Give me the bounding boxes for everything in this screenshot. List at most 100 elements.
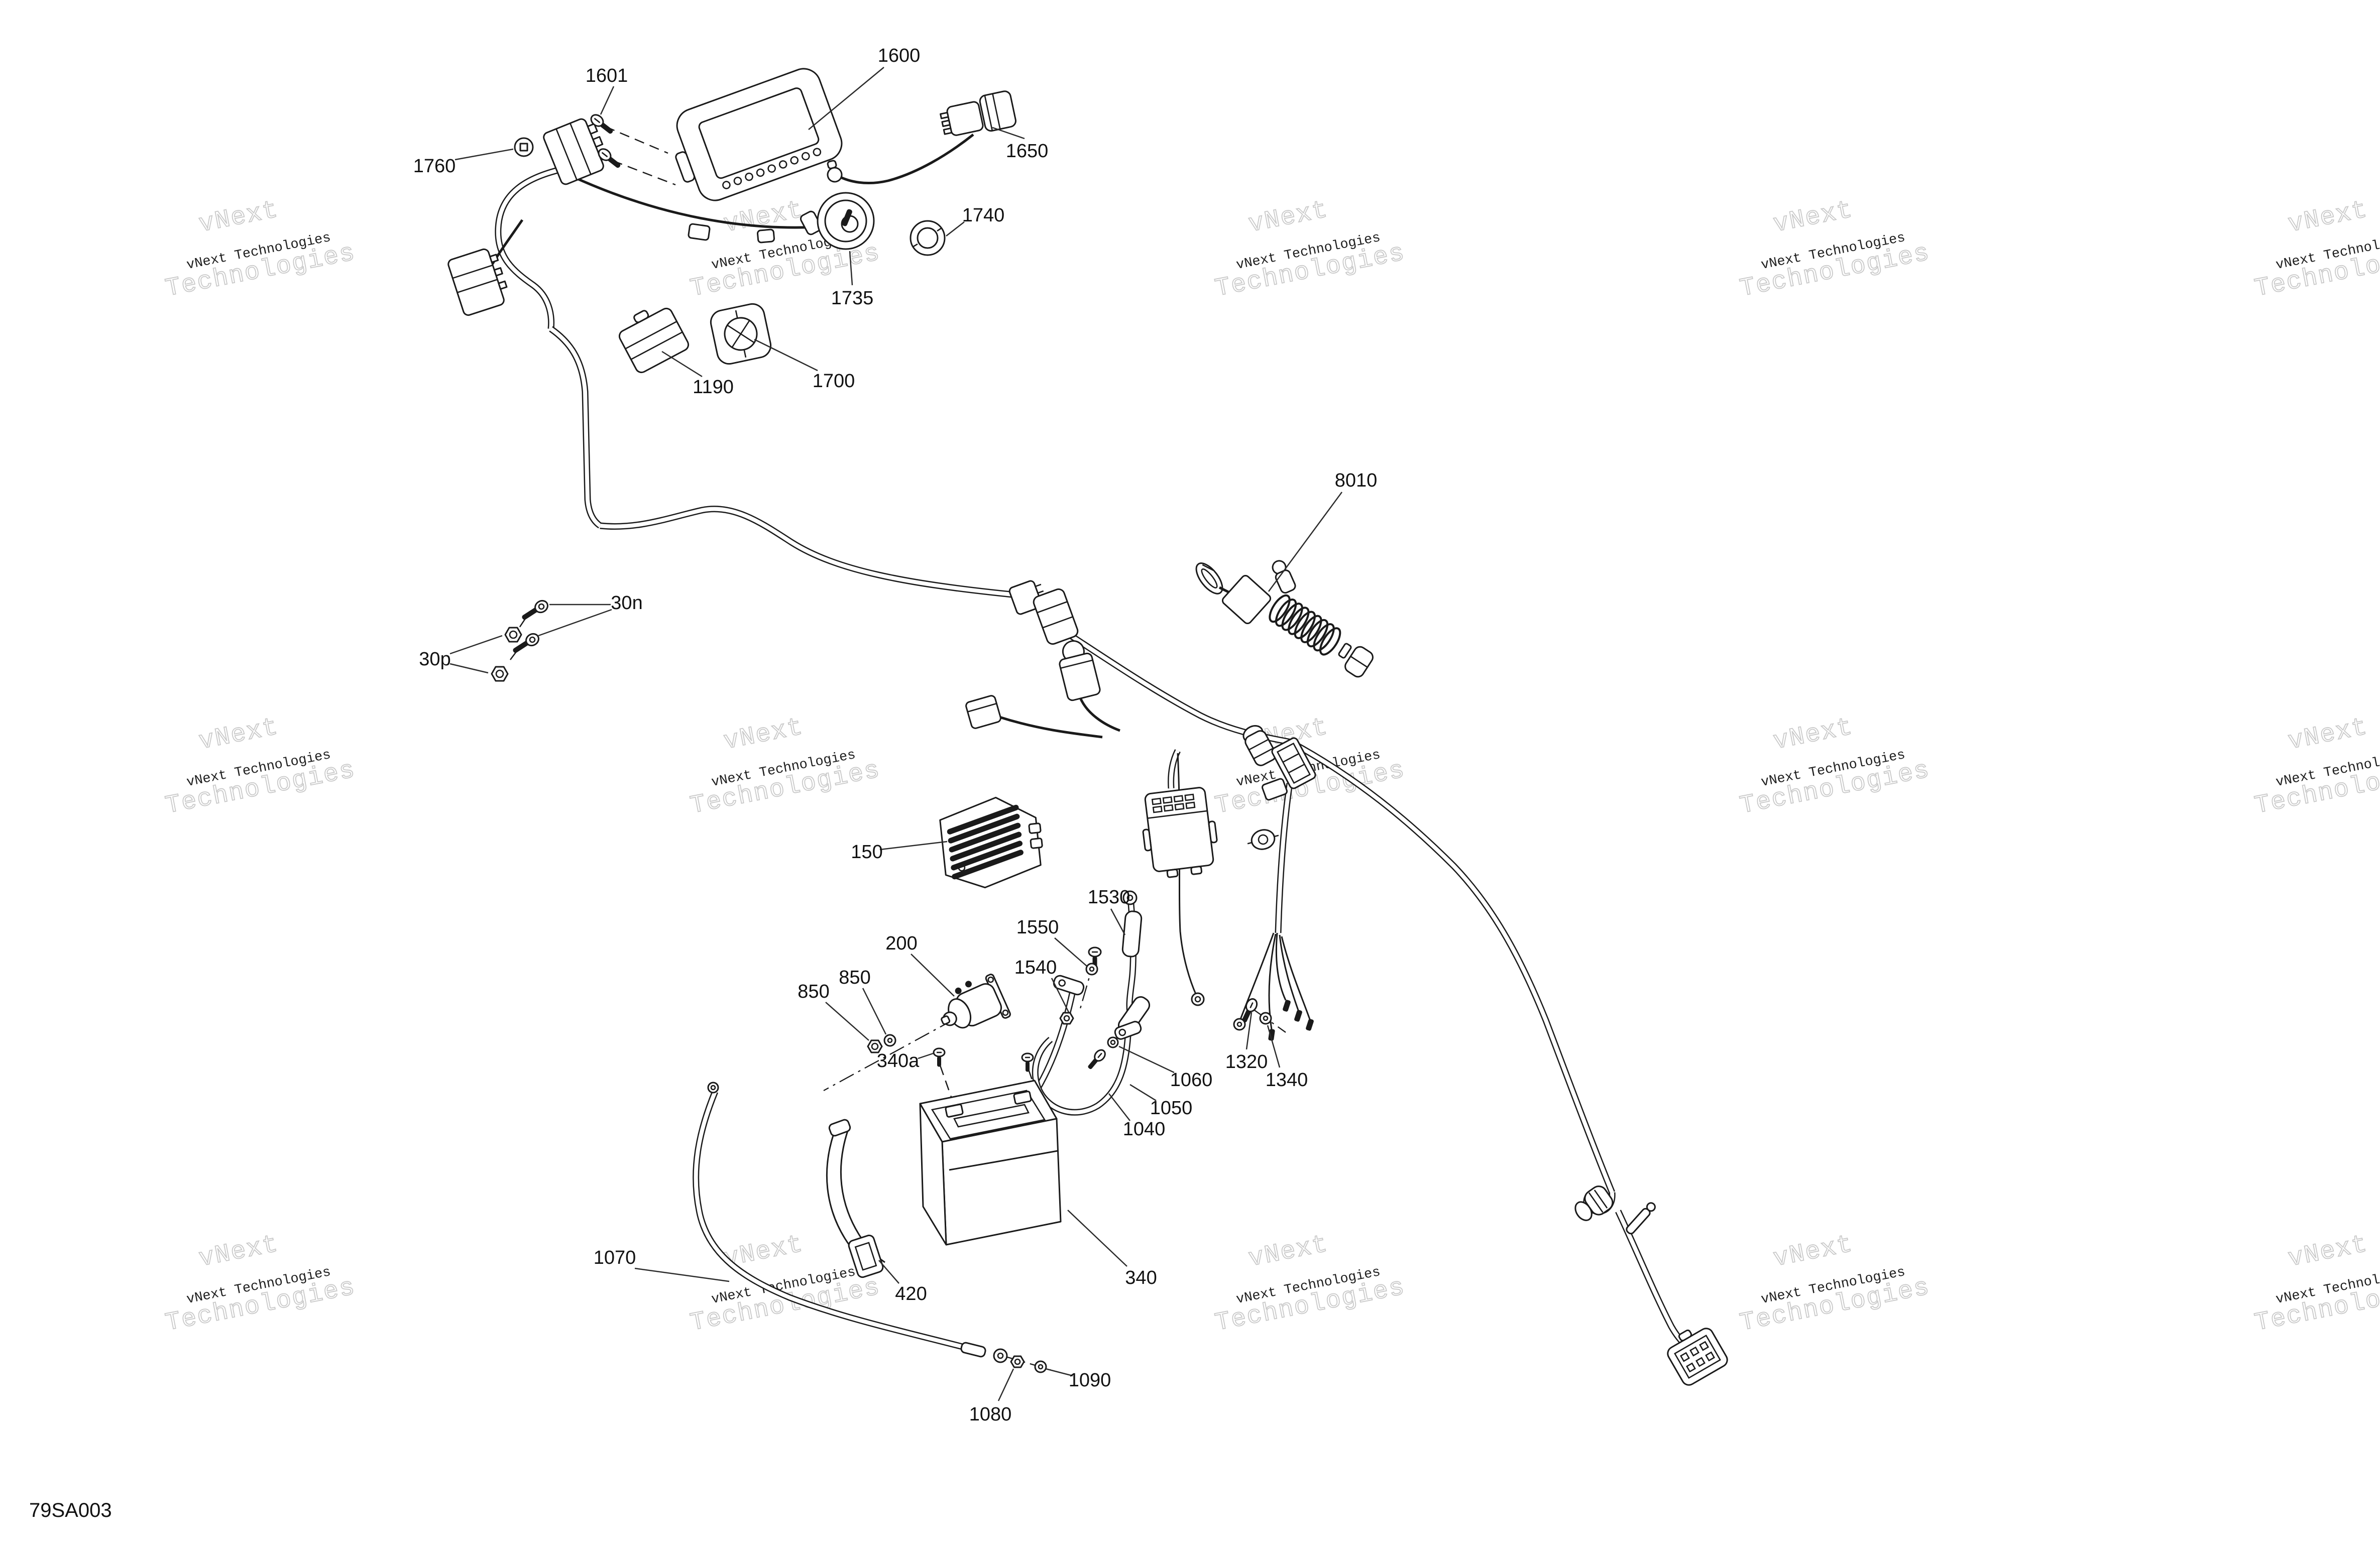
branch-connector	[1574, 1185, 1614, 1221]
harness-sweep	[600, 507, 1012, 597]
tether-clip-icon	[1195, 562, 1223, 595]
fuse-box	[1142, 787, 1218, 878]
callout-30n-leader	[538, 609, 612, 637]
watermark-text: vNext	[2286, 1230, 2370, 1273]
gauge-display	[675, 68, 843, 201]
watermark-text: vNext	[2286, 713, 2370, 756]
washer-850	[883, 1034, 896, 1047]
fusebox-stub	[1169, 750, 1180, 789]
callout-1550: 1550	[1016, 917, 1059, 938]
bracket-terminal-1540	[1053, 975, 1085, 996]
watermark-text: vNext	[1771, 713, 1856, 756]
end-connector	[1667, 1328, 1728, 1386]
callout-8010-leader	[1268, 492, 1343, 592]
harness-clamp	[1626, 1202, 1656, 1235]
callout-1735: 1735	[831, 288, 874, 309]
inline-connector-a	[688, 223, 711, 241]
tether-coil	[1269, 594, 1341, 656]
watermark-text: vNext	[1246, 1230, 1331, 1273]
callout-420: 420	[895, 1283, 927, 1304]
callout-1601: 1601	[586, 65, 628, 86]
callout-1060: 1060	[1170, 1070, 1213, 1091]
washer-1090	[1034, 1360, 1047, 1373]
male-connector	[1008, 580, 1046, 615]
callout-1080-leader	[997, 1368, 1014, 1401]
callout-1760-leader	[455, 148, 514, 161]
callout-150-leader	[879, 841, 948, 851]
screw-1601-b	[598, 148, 621, 168]
relay-connector-a	[1059, 640, 1101, 701]
callout-1601-leader	[600, 86, 615, 115]
tether-dess-cap	[1344, 646, 1374, 678]
callout-1060-leader	[1118, 1045, 1175, 1074]
tether-cord-8010	[1195, 560, 1374, 678]
callout-1050: 1050	[1150, 1098, 1193, 1119]
callout-1070: 1070	[594, 1247, 636, 1268]
callout-340a-leader	[918, 1052, 934, 1059]
positive-cable-terminal	[1122, 890, 1138, 905]
terminal-screw-340a-b	[1021, 1052, 1034, 1072]
fan-wire-2	[1279, 934, 1299, 1011]
harness-loop	[495, 165, 568, 329]
callout-150: 150	[851, 842, 882, 863]
watermark-text: vNext	[722, 713, 806, 756]
callout-1320-leader	[1245, 1012, 1253, 1050]
small-connector	[1262, 778, 1288, 801]
trunk-right	[1290, 740, 1614, 1194]
voltage-regulator-150	[939, 796, 1043, 889]
callout-420-leader	[878, 1260, 899, 1284]
assembly-dash-lines	[507, 126, 1286, 1371]
ignition-switch-1735	[800, 192, 875, 250]
battery-terminal-pos	[1013, 1091, 1032, 1105]
bolt-1320	[1242, 998, 1258, 1023]
callout-1650: 1650	[1006, 141, 1049, 162]
callout-340-leader	[1067, 1210, 1127, 1267]
watermark-text: vNext	[197, 713, 281, 756]
fan-wire-ring	[1238, 932, 1275, 1022]
watermark-text: vNext	[197, 1230, 281, 1273]
watermark-text: vNext	[1246, 196, 1331, 239]
callout-1040: 1040	[1123, 1119, 1166, 1140]
screw-30n-b	[513, 633, 539, 653]
tether-cap	[1221, 574, 1272, 625]
nut-850	[867, 1039, 883, 1053]
fan-wire-3	[1281, 936, 1311, 1020]
watermark-text: vNext	[197, 196, 281, 239]
callout-1740: 1740	[962, 205, 1005, 226]
callout-200-leader	[911, 954, 955, 997]
callout-1090: 1090	[1069, 1370, 1111, 1391]
callout-1340-leader	[1267, 1025, 1281, 1068]
battery-340	[919, 1080, 1062, 1246]
round-connector-1	[1242, 725, 1277, 766]
callout-1600-leader	[808, 67, 884, 130]
negative-cable-terminal	[1114, 1021, 1142, 1040]
bullet-terminals	[1268, 1000, 1314, 1041]
callout-1700-leader	[754, 338, 818, 372]
ground-cable-ferrule	[960, 1342, 986, 1358]
callout-1550-leader	[1054, 937, 1087, 967]
tether-post-connector	[1272, 560, 1296, 594]
callout-1600: 1600	[878, 45, 921, 66]
callout-1070-leader	[634, 1267, 730, 1282]
wiring-harness-cables	[487, 134, 1697, 1356]
watermark-text: vNext	[1771, 1230, 1856, 1273]
washer-1550	[1085, 963, 1098, 976]
nut-30p-b	[491, 666, 509, 682]
relay-connector-b	[965, 695, 1001, 729]
callout-200: 200	[885, 933, 917, 954]
callout-1740-leader	[946, 221, 965, 236]
callout-1090-leader	[1045, 1368, 1073, 1377]
harness-drop	[549, 327, 602, 528]
callout-1760: 1760	[413, 156, 456, 177]
fan-wire-1	[1275, 932, 1287, 1001]
